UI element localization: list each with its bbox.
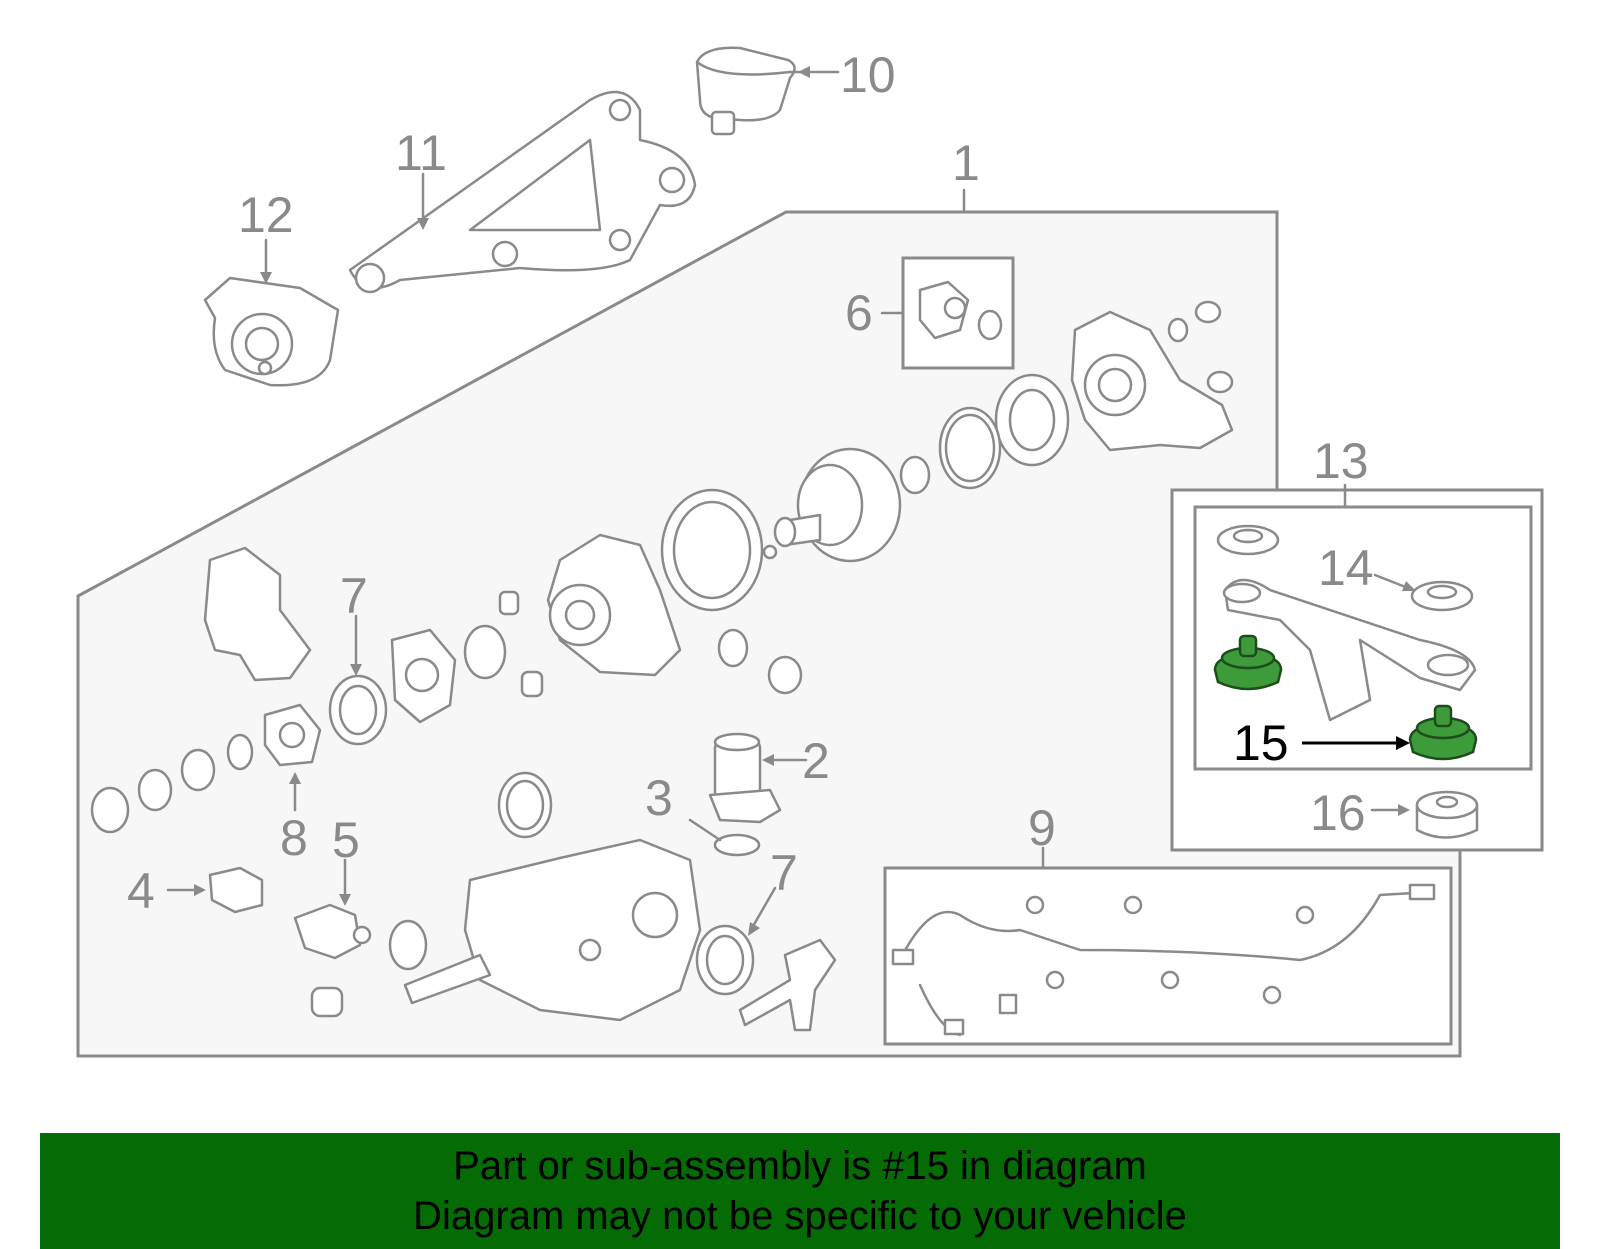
callout-4: 4: [127, 863, 155, 919]
part-8-bracket: [263, 703, 322, 812]
main-housing: [403, 771, 702, 1022]
end-cover: [1070, 300, 1234, 452]
part-7-upper-seal: [328, 614, 457, 746]
part-6-sensor: [918, 280, 1003, 341]
callout-12: 12: [238, 187, 294, 243]
housing-ring: [660, 488, 778, 612]
part-12-mount: [203, 238, 340, 387]
callout-3: 3: [645, 770, 673, 826]
part-15-bushing-highlighted: [1213, 634, 1478, 761]
callout-1: 1: [952, 135, 980, 191]
drum-gear: [773, 447, 902, 563]
callout-2: 2: [802, 733, 830, 789]
part-5-sensor: [293, 858, 428, 1018]
cover-plate: [203, 546, 312, 682]
part-4-sensor: [166, 866, 264, 914]
clutch-plates: [899, 373, 1070, 495]
part-3-oring: [688, 818, 761, 857]
callout-16: 16: [1310, 785, 1366, 841]
callout-7-upper: 7: [340, 568, 368, 624]
banner-line-1: Part or sub-assembly is #15 in diagram: [453, 1144, 1147, 1188]
callout-9: 9: [1028, 800, 1056, 856]
callout-14: 14: [1318, 540, 1374, 596]
part-11-arm: [348, 90, 697, 294]
callout-5: 5: [332, 812, 360, 868]
banner-line-2: Diagram may not be specific to your vehi…: [413, 1194, 1187, 1238]
lower-bracket: [738, 938, 837, 1032]
part-7-lower-seal: [695, 886, 777, 996]
callout-10: 10: [840, 47, 896, 103]
callout-7-lower: 7: [770, 845, 798, 901]
part-14-bushing: [1373, 573, 1474, 612]
part-10-reservoir: [695, 46, 840, 136]
part-13-subframe: [1216, 524, 1477, 722]
part-2-motor: [708, 732, 808, 824]
callout-15: 15: [1233, 715, 1289, 771]
left-washers: [90, 733, 254, 834]
callout-6: 6: [845, 285, 873, 341]
callout-8: 8: [280, 810, 308, 866]
callout-11: 11: [395, 125, 447, 181]
center-case: [463, 533, 803, 698]
part-9-harness: [891, 883, 1436, 1037]
info-banner: Part or sub-assembly is #15 in diagram D…: [40, 1133, 1560, 1249]
part-16-bushing: [1370, 790, 1479, 839]
harness-9-box: [883, 866, 1453, 1046]
callout-13: 13: [1313, 433, 1369, 489]
